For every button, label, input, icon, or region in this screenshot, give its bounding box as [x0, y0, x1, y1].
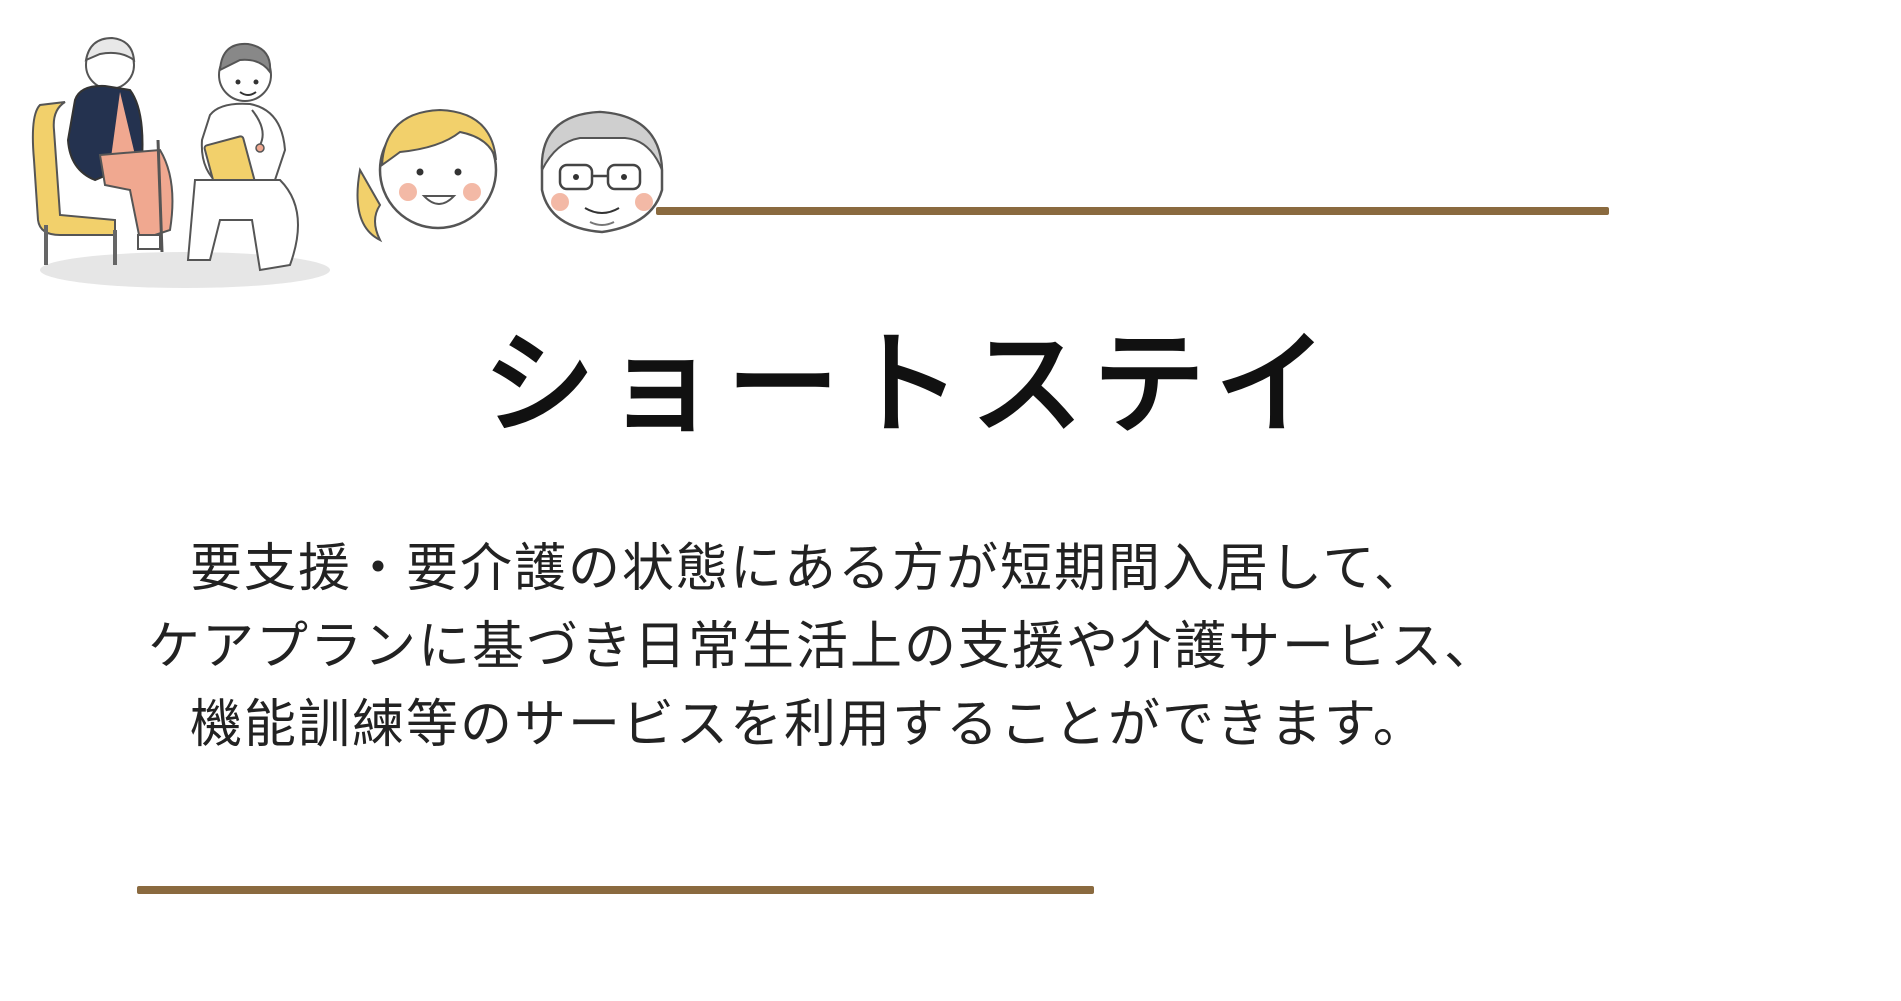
decorative-rule-top — [656, 207, 1609, 215]
page-title: ショートステイ — [483, 320, 1337, 450]
decorative-rule-bottom — [137, 886, 1094, 894]
description: 要支援・要介護の状態にある方が短期間入居して、 ケアプランに基づき日常生活上の支… — [0, 530, 1901, 764]
description-line: ケアプランに基づき日常生活上の支援や介護サービス、 — [148, 617, 1499, 677]
elderly-man-face-icon — [540, 110, 664, 234]
description-line: 要支援・要介護の状態にある方が短期間入居して、 — [190, 539, 1428, 599]
caregiver-with-elderly-woman-icon — [31, 36, 330, 288]
woman-face-icon — [356, 108, 498, 243]
illustration-group — [31, 36, 664, 288]
description-line: 機能訓練等のサービスを利用することができます。 — [190, 695, 1427, 755]
